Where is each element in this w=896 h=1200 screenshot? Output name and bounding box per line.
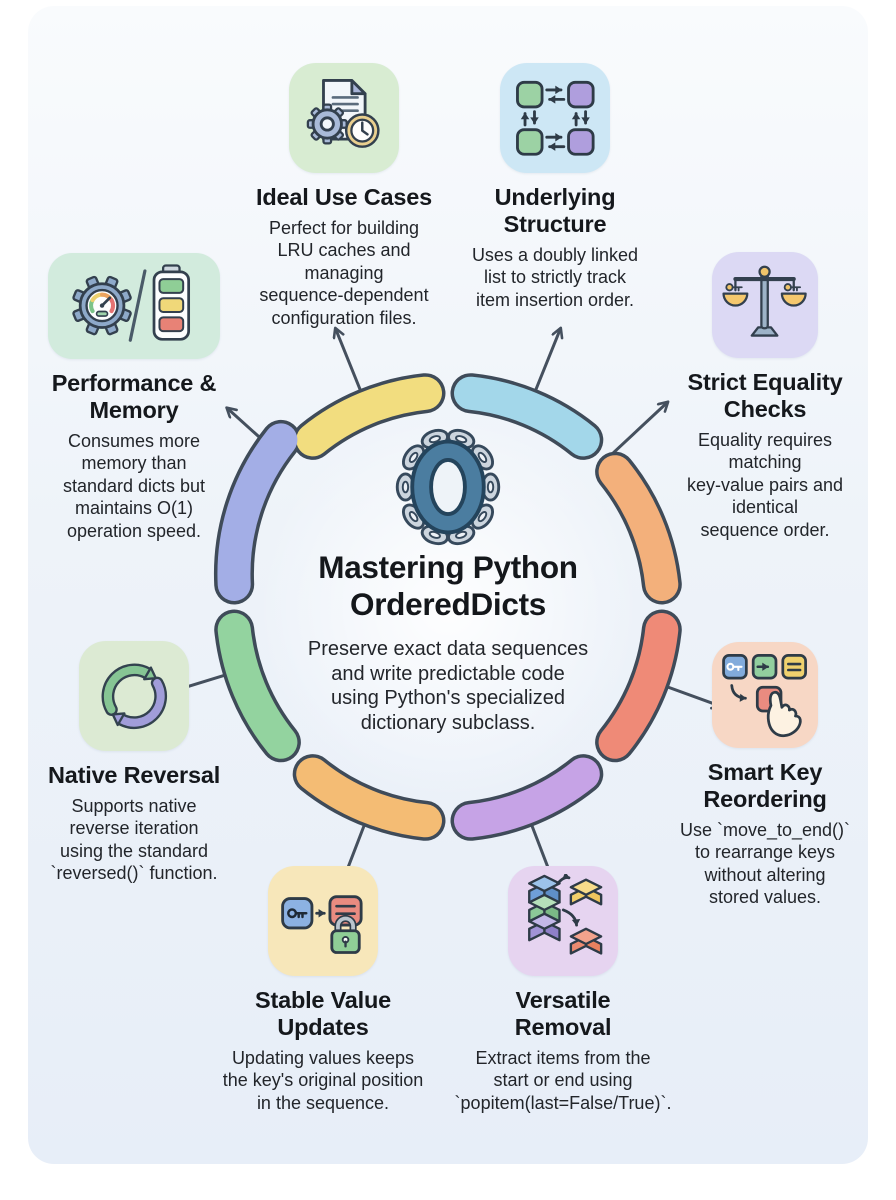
center-block: Mastering Python OrderedDicts Preserve e… xyxy=(248,549,648,735)
stable-value-icon-box xyxy=(268,866,378,976)
topic-description: Equality requires matching key-value pai… xyxy=(686,430,844,540)
topic-underlying-structure: Underlying Structure Uses a doubly linke… xyxy=(435,63,675,311)
linked-nodes-icon xyxy=(515,80,595,156)
performance-memory-icon-box xyxy=(48,253,220,359)
topic-description: Updating values keeps the key's original… xyxy=(222,1048,424,1113)
ideal-use-cases-icon-box xyxy=(289,63,399,173)
key-reorder-hand-icon xyxy=(722,654,808,738)
versatile-removal-icon-box xyxy=(508,866,618,976)
topic-description: Consumes more memory than standard dicts… xyxy=(62,431,206,541)
balance-scale-keys-icon xyxy=(722,266,808,338)
page-subtitle: Preserve exact data sequences and write … xyxy=(307,638,589,734)
chain-link-ring-icon xyxy=(395,428,501,546)
topic-performance-memory: Performance & Memory Consumes more memor… xyxy=(14,253,254,542)
box-stack-extract-icon xyxy=(527,873,603,955)
underlying-structure-icon-box xyxy=(500,63,610,173)
document-gear-clock-icon xyxy=(306,78,380,148)
topic-title: Performance & Memory xyxy=(51,370,217,423)
topic-title: Stable Value Updates xyxy=(254,987,392,1040)
topic-title: Strict Equality Checks xyxy=(687,369,843,422)
topic-description: Supports native reverse iteration using … xyxy=(50,796,218,884)
topic-title: Native Reversal xyxy=(47,762,221,788)
gauge-battery-icon xyxy=(72,264,191,343)
cycle-arrows-icon xyxy=(101,663,167,729)
smart-key-icon-box xyxy=(712,642,818,748)
topic-title: Ideal Use Cases xyxy=(256,184,432,210)
native-reversal-icon-box xyxy=(79,641,189,751)
topic-smart-key-reordering: Smart Key Reordering Use `move_to_end()`… xyxy=(645,642,885,909)
topic-description: Uses a doubly linked list to strictly tr… xyxy=(471,245,639,310)
topic-strict-equality-checks: Strict Equality Checks Equality requires… xyxy=(645,252,885,541)
topic-title: Versatile Removal xyxy=(514,987,612,1040)
topic-description: Perfect for building LRU caches and mana… xyxy=(259,218,429,328)
topic-ideal-use-cases: Ideal Use Cases Perfect for building LRU… xyxy=(224,63,464,329)
topic-title: Smart Key Reordering xyxy=(703,759,827,812)
topic-description: Use `move_to_end()` to rearrange keys wi… xyxy=(679,820,851,908)
topic-versatile-removal: Versatile Removal Extract items from the… xyxy=(438,866,688,1114)
key-lock-update-icon xyxy=(280,894,363,954)
topic-description: Extract items from the start or end usin… xyxy=(454,1048,672,1113)
topic-title: Underlying Structure xyxy=(494,184,616,237)
topic-native-reversal: Native Reversal Supports native reverse … xyxy=(14,641,254,885)
page-title: Mastering Python OrderedDicts xyxy=(318,549,578,622)
strict-equality-icon-box xyxy=(712,252,818,358)
topic-stable-value-updates: Stable Value Updates Updating values kee… xyxy=(198,866,448,1114)
